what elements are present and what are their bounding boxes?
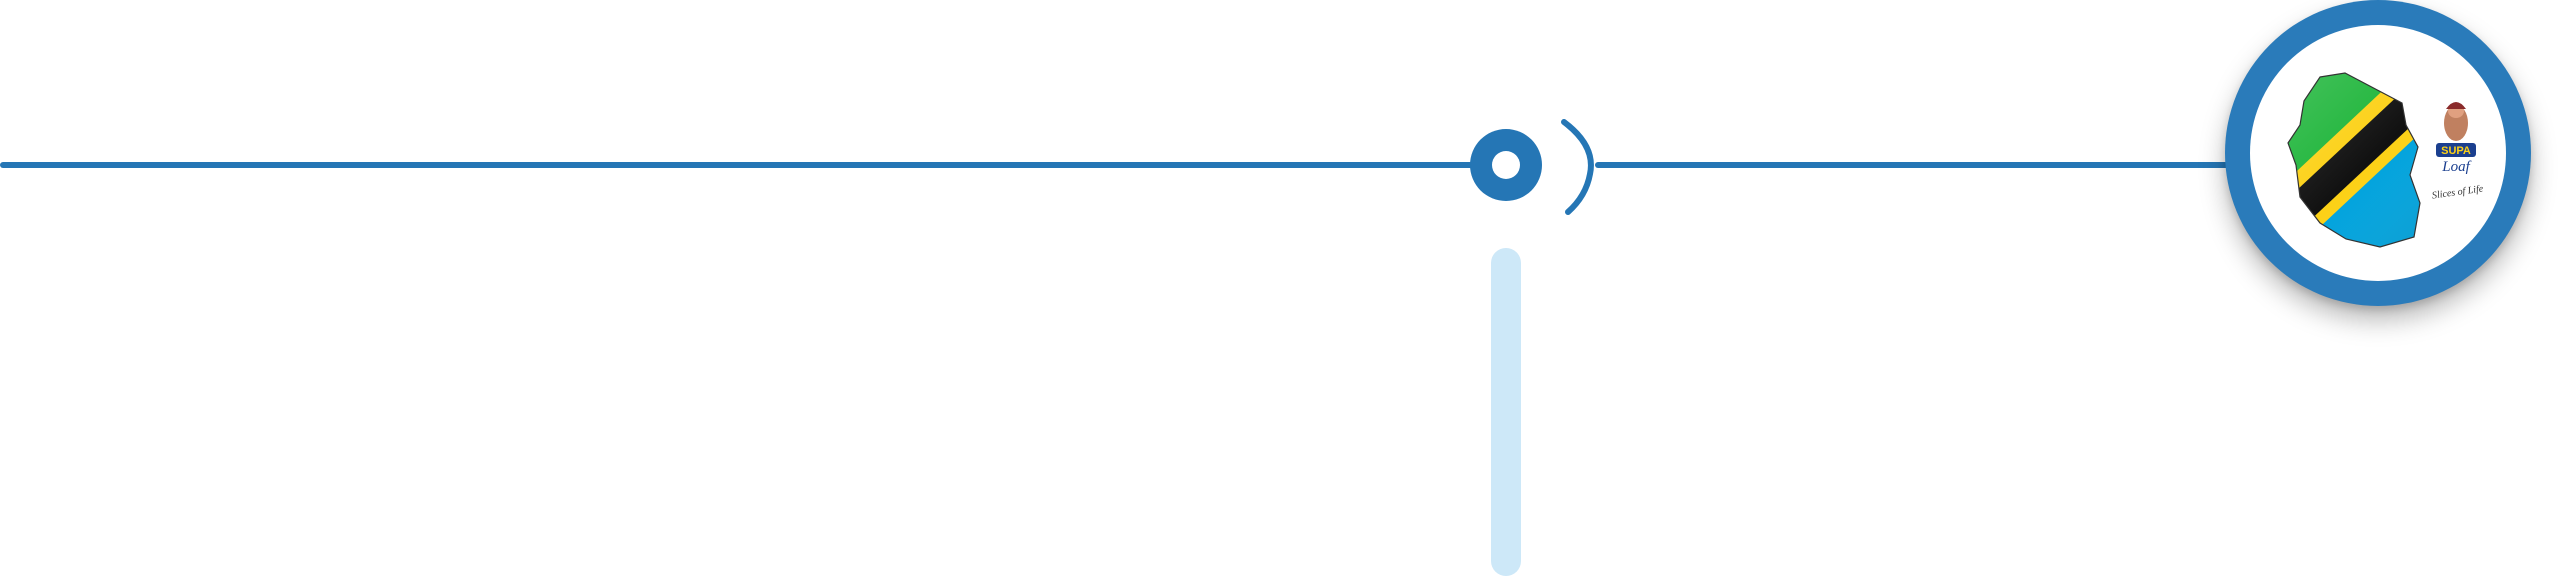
brand-text: SUPA [2441,145,2471,157]
timeline-track-left[interactable] [0,162,1475,168]
volume-slider[interactable] [1491,248,1521,576]
record-dot-icon [1492,151,1520,179]
brand-tagline: Slices of Life [2431,183,2484,201]
timeline-track-right[interactable] [1595,162,2245,168]
brand-logo-badge: SUPA Loaf Slices of Life [2225,0,2531,306]
brand-subtext: Loaf [2441,159,2471,175]
tanzania-flag-map-logo: SUPA Loaf Slices of Life [2287,72,2485,248]
logo-inner-circle: SUPA Loaf Slices of Life [2250,25,2506,281]
crest-icon [2444,102,2468,141]
sound-wave-icon[interactable] [1548,116,1608,216]
timeline-playhead-button[interactable] [1470,129,1542,201]
